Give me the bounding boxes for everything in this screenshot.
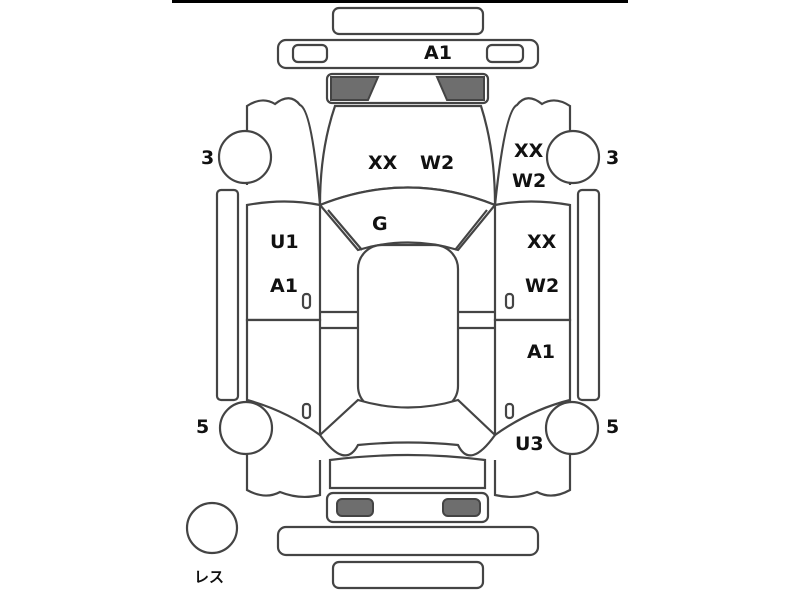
right-side-skirt[interactable] — [576, 188, 601, 402]
right-rear-handle — [504, 402, 515, 420]
left-front-handle — [301, 292, 312, 310]
label-right-front-wheel: 3 — [606, 147, 619, 169]
rear-bumper[interactable] — [276, 525, 540, 557]
label-left-front-wheel: 3 — [201, 147, 214, 169]
left-headlight — [330, 76, 380, 101]
left-front-wheel[interactable] — [217, 129, 273, 185]
top-border-line — [172, 0, 628, 3]
label-spare-tire: レス — [194, 568, 224, 586]
left-fog-lamp — [291, 43, 329, 64]
right-rear-fender[interactable] — [493, 450, 572, 499]
label-hood-1: XX — [368, 152, 398, 174]
label-right-rear-wheel: 5 — [606, 416, 619, 438]
headlights[interactable] — [325, 72, 490, 105]
label-right-front-door-2: W2 — [525, 275, 559, 297]
label-right-front-fender-2: W2 — [512, 170, 546, 192]
rear-plate-panel[interactable] — [331, 560, 485, 590]
left-rear-fender[interactable] — [245, 450, 322, 499]
label-left-front-door-2: A1 — [270, 275, 298, 297]
windshield[interactable] — [318, 186, 497, 252]
right-rear-wheel[interactable] — [544, 400, 600, 456]
left-tail-lamp — [336, 498, 374, 517]
label-left-rear-wheel: 5 — [196, 416, 209, 438]
spare-tire[interactable] — [185, 501, 239, 555]
right-front-fender[interactable] — [493, 97, 572, 206]
right-fog-lamp — [485, 43, 525, 64]
left-side-skirt[interactable] — [215, 188, 240, 402]
tail-lights[interactable] — [325, 491, 490, 524]
b-pillars — [320, 310, 495, 330]
left-rear-wheel[interactable] — [218, 400, 274, 456]
label-right-rear-door: A1 — [527, 341, 555, 363]
label-left-front-door-1: U1 — [270, 231, 299, 253]
front-plate-panel[interactable] — [331, 6, 485, 36]
right-front-door[interactable] — [493, 200, 572, 322]
label-windshield: G — [372, 213, 388, 235]
rear-window[interactable] — [318, 398, 497, 457]
a-pillars — [327, 209, 488, 251]
label-right-rear-fender: U3 — [515, 433, 544, 455]
trunk-lid[interactable] — [328, 453, 487, 490]
left-front-door[interactable] — [245, 200, 322, 322]
label-front-bumper: A1 — [424, 42, 452, 64]
right-headlight — [435, 76, 485, 101]
right-front-wheel[interactable] — [545, 129, 601, 185]
roof[interactable] — [356, 243, 460, 412]
label-right-front-fender-1: XX — [514, 140, 544, 162]
left-rear-handle — [301, 402, 312, 420]
label-right-front-door-1: XX — [527, 231, 557, 253]
right-tail-lamp — [442, 498, 481, 517]
left-front-fender[interactable] — [245, 97, 322, 206]
front-bumper[interactable] — [276, 38, 540, 70]
label-hood-2: W2 — [420, 152, 454, 174]
right-front-handle — [504, 292, 515, 310]
